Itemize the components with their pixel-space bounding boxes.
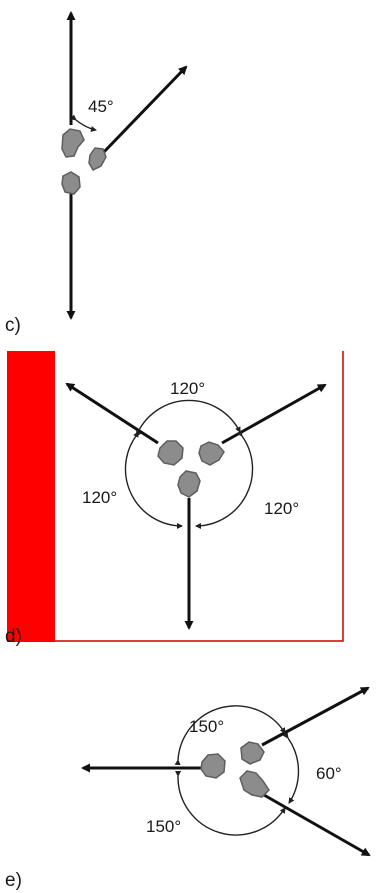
panel-frame [55, 351, 344, 642]
fragment-2 [88, 147, 107, 171]
fragment-3 [239, 770, 270, 798]
arrow-upper-left [65, 382, 159, 445]
angle-arc-top [174, 705, 286, 766]
angle-label-right: 60° [316, 764, 342, 783]
fragment-2 [240, 741, 265, 765]
angle-label-left: 120° [82, 488, 117, 507]
angle-label-top: 120° [170, 379, 205, 398]
angle-arc-right [195, 430, 254, 529]
angle-arc-right [282, 732, 300, 804]
panel-label-d: d) [5, 626, 22, 647]
angle-arc-top [133, 399, 241, 438]
angle-arc-bottom [175, 770, 286, 836]
arrow-up-right [99, 65, 188, 157]
arrow-upper-right [261, 686, 370, 747]
panel-e: 150° 60° 150° e) [5, 686, 371, 891]
angle-arc-45 [70, 114, 97, 132]
arrow-lower-right [263, 793, 371, 857]
fragment-1 [61, 128, 85, 158]
arrow-upper-right [221, 383, 327, 445]
fragment-3 [177, 470, 201, 498]
angle-label-bottom: 150° [146, 817, 181, 836]
angle-label-top: 150° [189, 717, 224, 736]
fragment-1 [200, 753, 226, 779]
red-bar [7, 351, 55, 642]
angle-label-45: 45° [88, 97, 114, 116]
angle-label-right: 120° [264, 499, 299, 518]
fragment-1 [157, 440, 184, 466]
fragment-2 [198, 441, 225, 466]
panel-d: 120° 120° 120° d) [5, 351, 344, 647]
fragment-3 [61, 171, 81, 195]
panel-label-c: c) [5, 315, 21, 336]
panel-c: 45° c) [5, 11, 188, 336]
panel-label-e: e) [5, 870, 22, 891]
angle-arc-left [124, 430, 183, 529]
